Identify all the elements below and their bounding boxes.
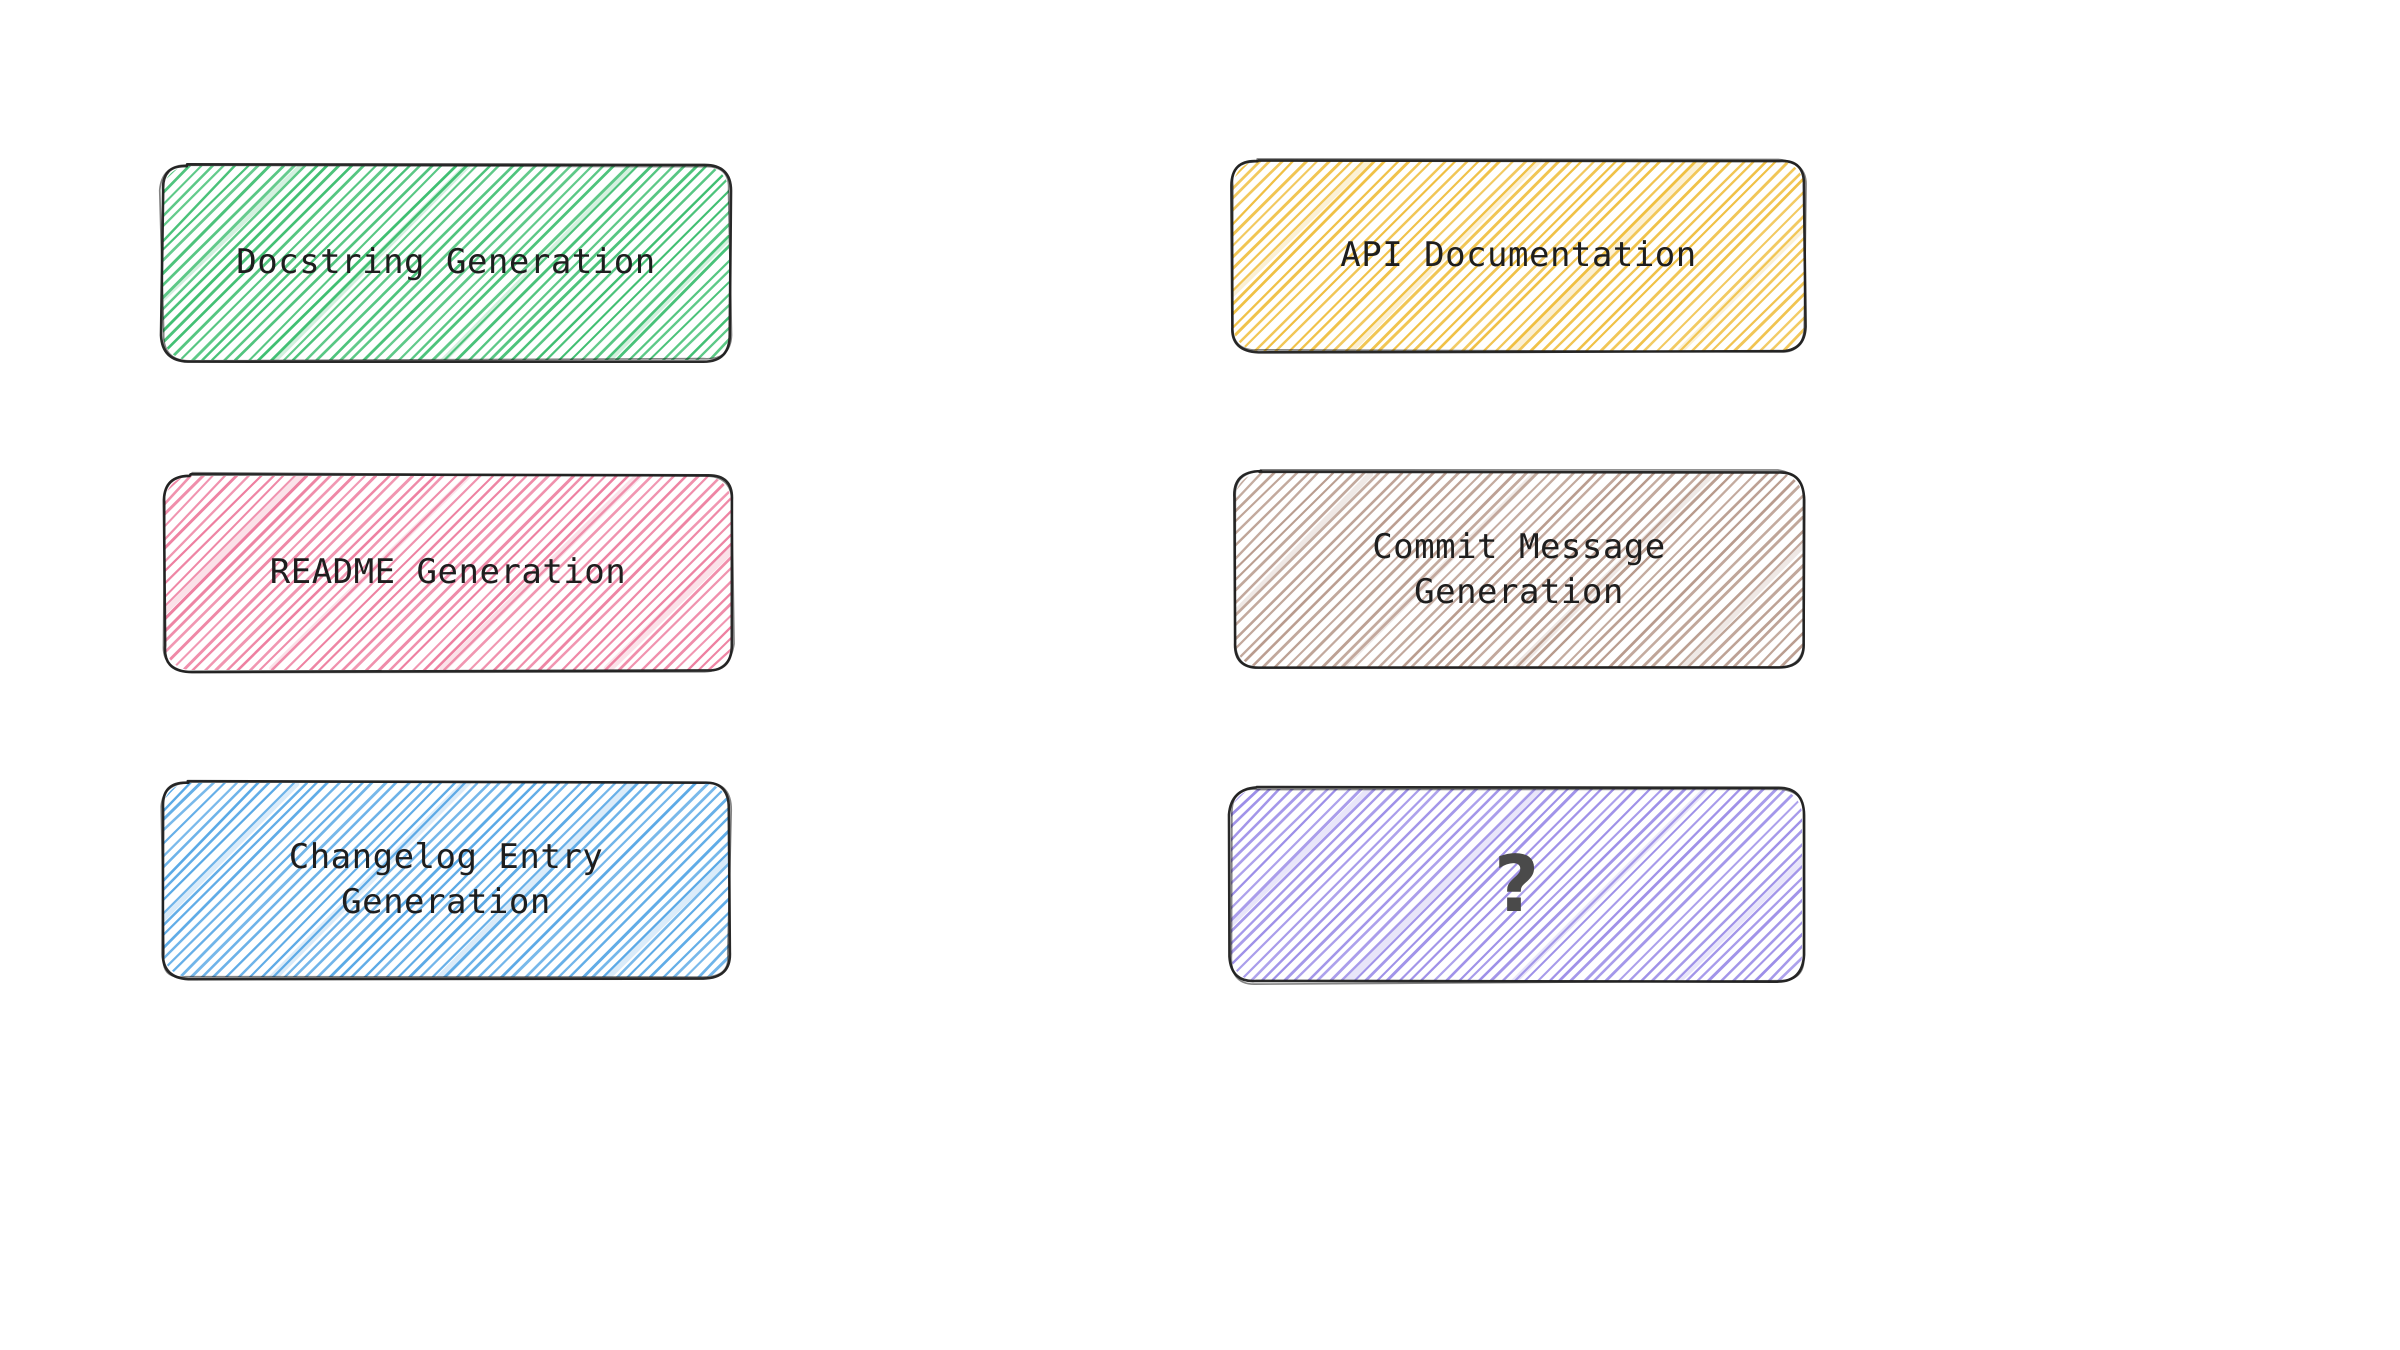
node-label: Changelog Entry Generation	[288, 836, 604, 922]
node-label: API Documentation	[1340, 235, 1697, 276]
node-docstring-generation[interactable]: Docstring Generation	[158, 163, 733, 364]
node-question-mark-icon: ?	[1493, 840, 1540, 930]
node-label: Docstring Generation	[236, 242, 656, 283]
node-readme-generation[interactable]: README Generation	[162, 471, 735, 674]
node-label: Commit Message Generation	[1372, 526, 1666, 612]
node-changelog-entry-generation[interactable]: Changelog Entry Generation	[160, 779, 733, 981]
node-api-documentation[interactable]: API Documentation	[1230, 158, 1807, 354]
node-label: README Generation	[269, 552, 627, 593]
node-unknown-placeholder[interactable]: ?	[1227, 785, 1806, 986]
node-commit-message-generation[interactable]: Commit Message Generation	[1233, 469, 1806, 669]
